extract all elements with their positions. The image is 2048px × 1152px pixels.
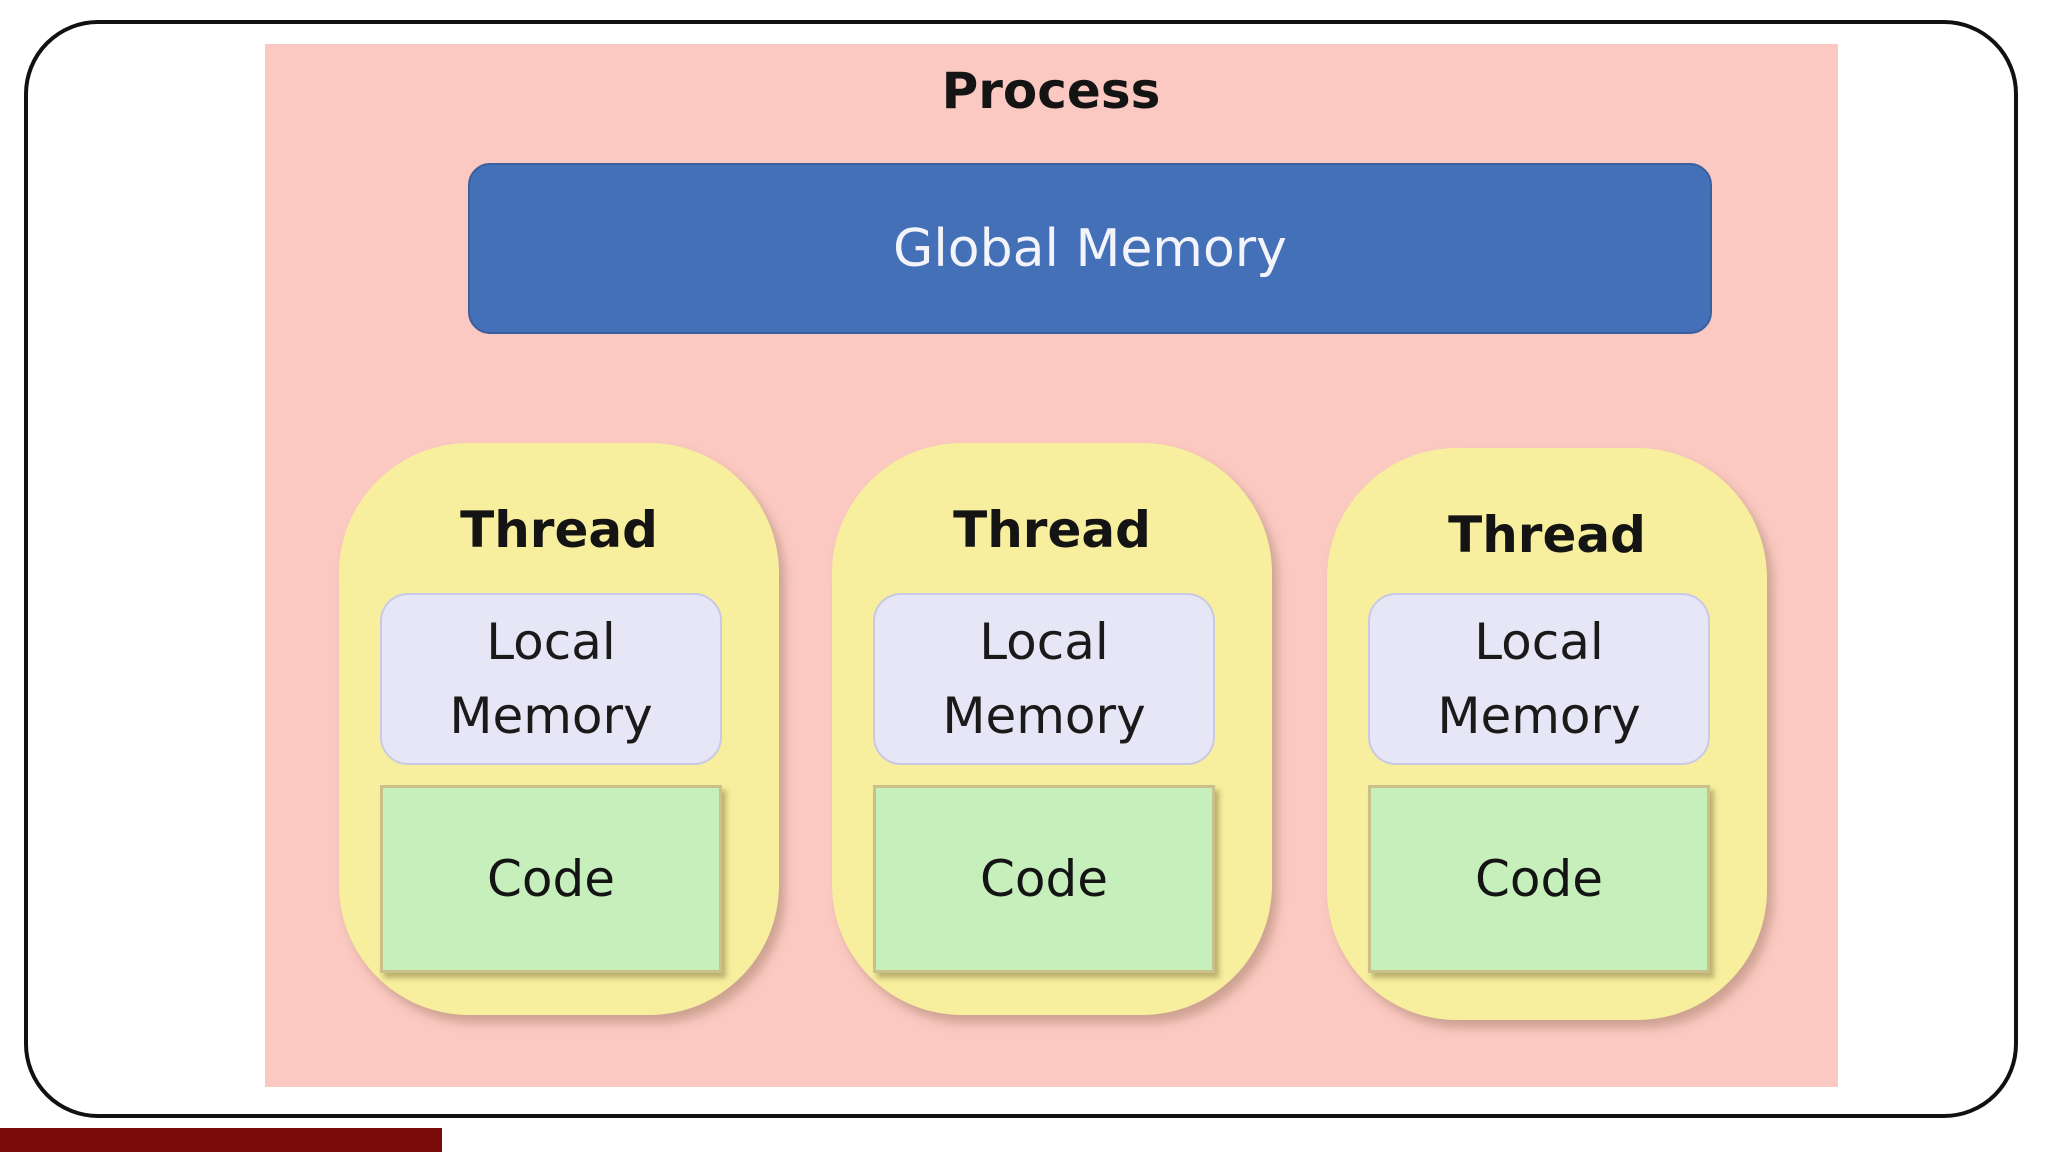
process-container: Process Global Memory Thread Local Memor… [265,44,1838,1087]
global-memory-label: Global Memory [893,218,1287,279]
thread-title: Thread [953,501,1151,559]
thread-title: Thread [460,501,658,559]
process-title: Process [941,62,1161,120]
thread-title: Thread [1448,506,1646,564]
footer-accent-bar [0,1128,442,1152]
code-box: Code [873,785,1215,973]
thread-3: Thread Local Memory Code [1327,448,1767,1020]
code-label: Code [979,850,1108,908]
local-memory-label-line1: Local [1474,613,1604,671]
code-label: Code [1474,850,1603,908]
local-memory-box: Local Memory [380,593,722,765]
local-memory-label-line1: Local [486,613,616,671]
global-memory-box: Global Memory [468,163,1712,334]
local-memory-label-line1: Local [979,613,1109,671]
thread-2: Thread Local Memory Code [832,443,1272,1015]
code-label: Code [486,850,615,908]
local-memory-box: Local Memory [1368,593,1710,765]
local-memory-box: Local Memory [873,593,1215,765]
local-memory-label-line2: Memory [1437,687,1641,745]
code-box: Code [1368,785,1710,973]
thread-1: Thread Local Memory Code [339,443,779,1015]
local-memory-label-line2: Memory [449,687,653,745]
code-box: Code [380,785,722,973]
local-memory-label-line2: Memory [942,687,1146,745]
